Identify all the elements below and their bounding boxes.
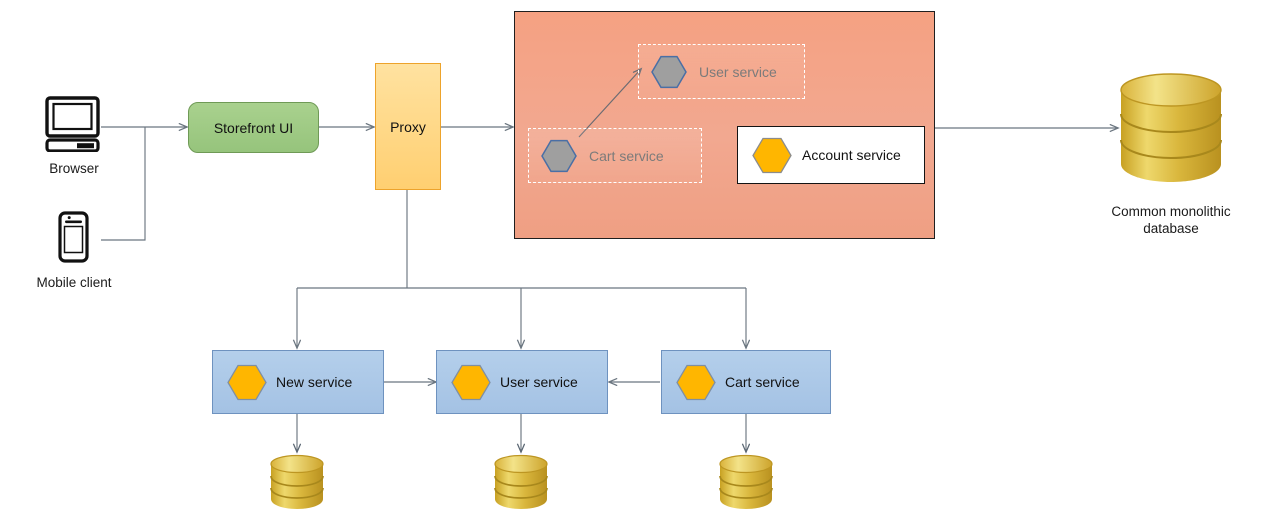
- hexagon-icon: [227, 364, 267, 400]
- proxy-node[interactable]: Proxy: [375, 63, 441, 190]
- hexagon-icon: [451, 364, 491, 400]
- monolith-user-service-ghost: User service: [638, 44, 805, 99]
- microservice-user-service[interactable]: User service: [436, 350, 608, 414]
- mobile-client-label: Mobile client: [36, 275, 112, 290]
- hexagon-icon: [676, 364, 716, 400]
- monolith-cart-service-label: Cart service: [589, 147, 664, 164]
- hexagon-icon: [752, 137, 792, 173]
- edge-mobile-storefront: [101, 127, 146, 241]
- storefront-ui-node[interactable]: Storefront UI: [188, 102, 319, 153]
- storefront-ui-label: Storefront UI: [213, 119, 294, 136]
- database-icon: [270, 454, 324, 509]
- database-icon: [719, 454, 773, 509]
- browser-label: Browser: [49, 161, 99, 176]
- account-service-node[interactable]: Account service: [737, 126, 925, 184]
- common-database-label: Common monolithic database: [1111, 204, 1231, 236]
- microservice-user-service-label: User service: [500, 374, 578, 390]
- database-icon: [494, 454, 548, 509]
- monolith-container: User service Cart service Account servic…: [514, 11, 935, 239]
- account-service-label: Account service: [802, 147, 901, 163]
- desktop-computer-icon: [45, 96, 100, 152]
- hexagon-icon: [541, 139, 577, 172]
- database-icon: [1120, 73, 1222, 182]
- microservice-cart-service-label: Cart service: [725, 374, 800, 390]
- microservice-new-service-label: New service: [276, 374, 353, 390]
- monolith-user-service-label: User service: [699, 63, 777, 80]
- proxy-label: Proxy: [390, 118, 426, 135]
- microservice-new-service[interactable]: New service: [212, 350, 384, 414]
- microservice-cart-service[interactable]: Cart service: [661, 350, 831, 414]
- smartphone-icon: [58, 211, 89, 263]
- monolith-cart-service-ghost: Cart service: [528, 128, 702, 183]
- hexagon-icon: [651, 55, 687, 88]
